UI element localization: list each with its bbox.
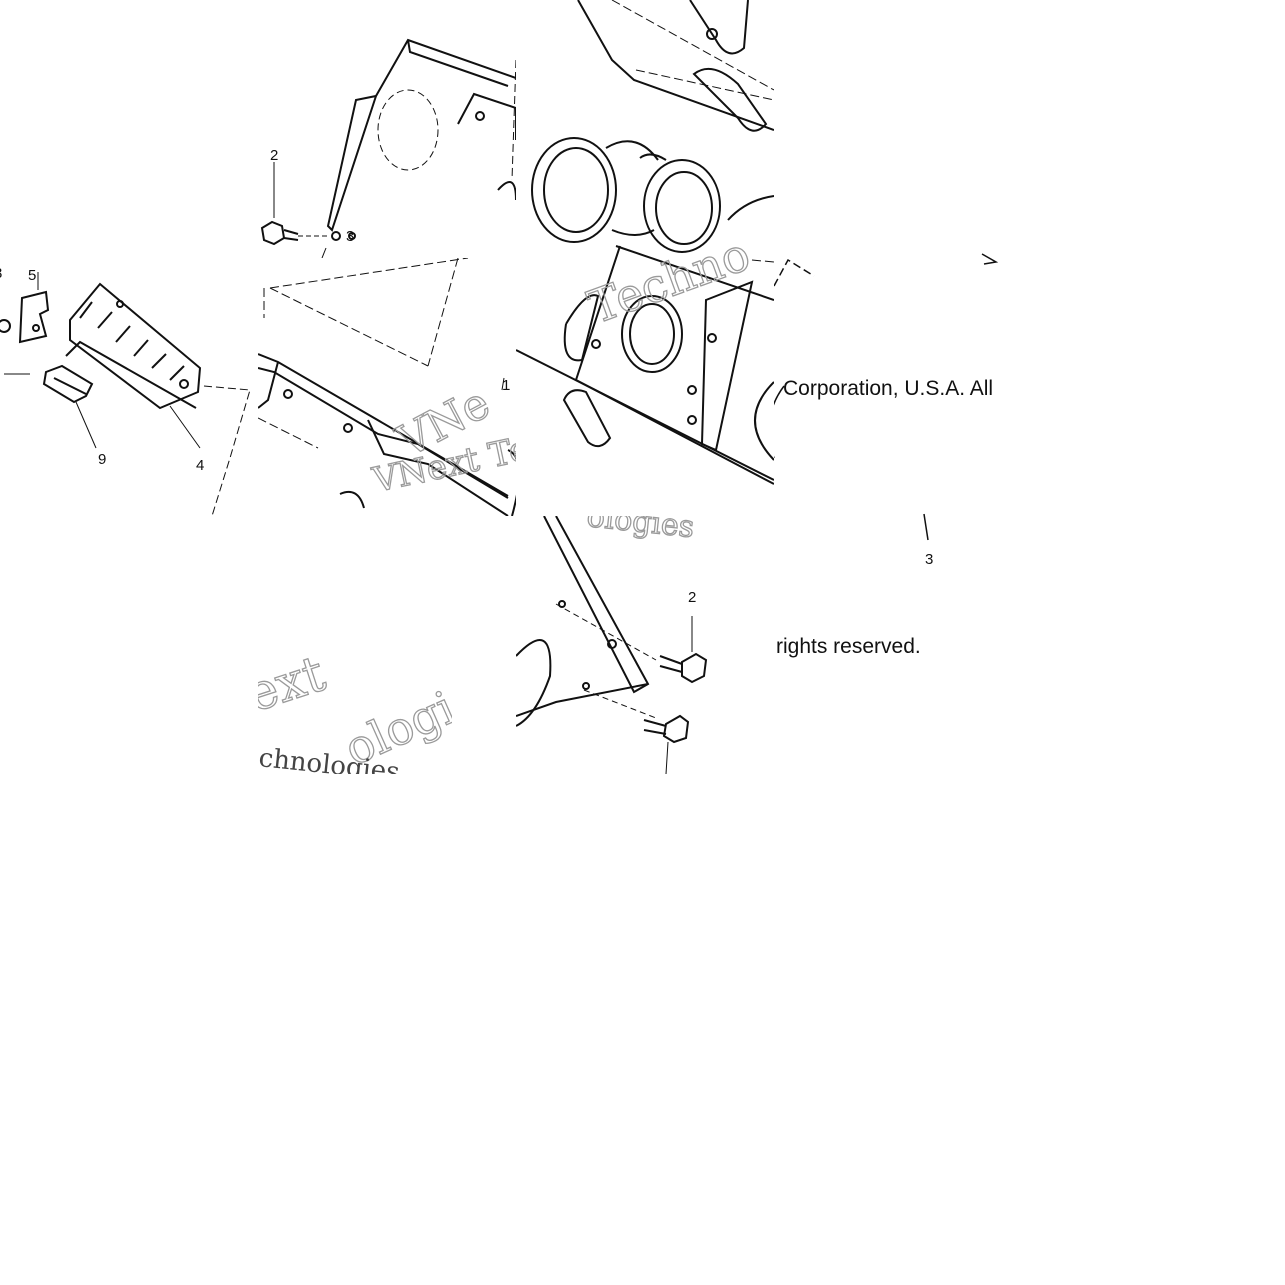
watermark-drawing: ext ologies chnologies (258, 644, 452, 774)
airbox-drawing: Techno (516, 0, 774, 485)
watermark-text: ologies (585, 516, 696, 545)
tile-upper-bracket: 2 3 (258, 0, 516, 258)
callout-label: 3 (346, 228, 354, 245)
callout-label: 2 (688, 589, 696, 606)
tile-lower-bracket: 2 ologies (516, 516, 774, 774)
step-plate-part (69, 282, 202, 410)
bolt-part (681, 652, 708, 684)
intake-boot-part (643, 159, 721, 253)
tile-airbox-boots: Techno (516, 0, 774, 516)
callout-label: 2 (270, 147, 278, 164)
callout-label: 3 (925, 551, 933, 568)
tile-footrest-assembly: 3 5 9 4 (0, 258, 258, 516)
callout-label: 3 (0, 265, 2, 282)
watermark-text: ext (258, 644, 332, 723)
callout-label: 9 (98, 451, 106, 468)
copyright-line-1: Corporation, U.S.A. All (783, 377, 994, 400)
clip-part (42, 364, 94, 404)
copyright-line-2: rights reserved. (776, 635, 921, 658)
tile-watermark-fragment: ext ologies chnologies (258, 516, 452, 774)
callout-label: 4 (196, 457, 204, 474)
washer-part (0, 319, 11, 333)
callout-label: 5 (28, 267, 36, 284)
intake-boot-part (531, 137, 617, 243)
bracket-plate-part (18, 290, 50, 344)
upper-bracket-drawing: 2 3 (260, 38, 516, 258)
tile-right-fragment: 3 (774, 204, 1034, 584)
lower-frame-drawing: 1 VNext Te VNe (258, 258, 516, 516)
watermark-text: Techno (581, 226, 756, 334)
footrest-drawing: 3 5 9 4 (0, 265, 251, 516)
lower-bracket-drawing: 2 ologies (516, 516, 708, 774)
bolt-part (662, 714, 690, 744)
right-fragment-drawing: 3 (774, 253, 999, 568)
bolt-part (260, 220, 286, 246)
callout-label: 1 (502, 377, 510, 394)
tile-lower-frame: 1 VNext Te VNe (258, 258, 516, 516)
